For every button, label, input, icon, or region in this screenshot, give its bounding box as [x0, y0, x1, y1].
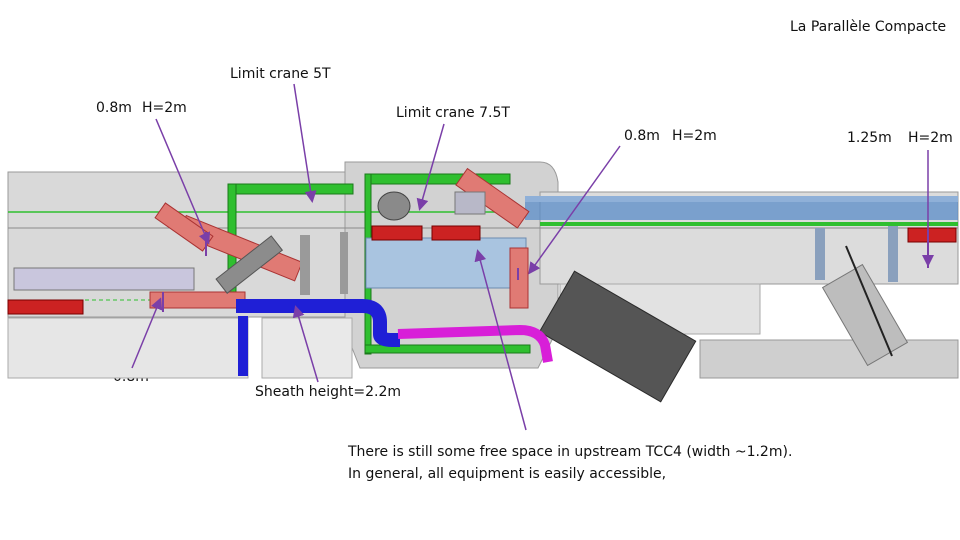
gray-pillar-1 [300, 235, 310, 295]
dark-angled-block [215, 235, 284, 294]
note-line-2: In general, all equipment is easily acce… [348, 466, 667, 482]
arrow-left-width [155, 118, 211, 245]
tank-cylinder [377, 191, 411, 221]
right-width-label: 1.25m [847, 130, 892, 146]
note-line-1: There is still some free space in upstre… [348, 444, 793, 460]
gray-pillar-2 [340, 232, 348, 294]
limit-crane-5t-label: Limit crane 5T [230, 66, 331, 82]
gray-post-right-1 [815, 228, 825, 280]
red-block-left [7, 299, 84, 315]
red-cylinder-1 [371, 225, 423, 241]
tunnel-floor-left [7, 317, 249, 379]
green-rail-downstream [540, 222, 958, 226]
green-frame-cavern [364, 173, 511, 185]
limit-crane-7-5t-label: Limit crane 7.5T [396, 105, 510, 121]
sheath-magenta-segment [397, 325, 553, 363]
arrow-bottom-width [131, 297, 163, 369]
light-blue-panel [365, 237, 527, 289]
support-rod [845, 245, 893, 357]
salmon-angled-block-cavern [455, 167, 530, 229]
downstream-beam-pipes [525, 196, 958, 220]
arrow-limit-crane-7-5t [416, 123, 445, 211]
blue-pipe-band-2 [525, 196, 958, 202]
left-height-label: H=2m [142, 100, 187, 116]
arrow-limit-crane-5t [293, 83, 317, 203]
arrow-mid-width [528, 145, 621, 275]
blue-pipe-band [525, 202, 958, 220]
arrow-sheath-height [292, 305, 319, 383]
annotation-arrows [131, 83, 934, 431]
arrow-free-space [474, 249, 527, 431]
left-width-label: 0.8m [96, 100, 132, 116]
dark-cylinder [538, 270, 697, 403]
salmon-bar-left [149, 291, 246, 309]
mid-width-label: 0.8m [624, 128, 660, 144]
tunnel-floor-right [699, 339, 959, 379]
sheath-blue-drop [238, 316, 248, 376]
red-cylinder-right [907, 227, 957, 243]
page-title: La Parallèle Compacte [790, 19, 947, 35]
green-frame-bottom [364, 344, 531, 354]
sheath-height-label: Sheath height=2.2m [255, 384, 402, 400]
sheath-blue-segment [236, 299, 400, 347]
free-space-note: There is still some free space in upstre… [348, 441, 792, 485]
red-cylinder-2 [431, 225, 481, 241]
mid-height-label: H=2m [672, 128, 717, 144]
sheath-pipe [236, 299, 553, 376]
tunnel-floor-mid [261, 317, 353, 379]
right-height-label: H=2m [908, 130, 953, 146]
gray-block-left [13, 267, 195, 291]
gray-post-right-2 [888, 226, 898, 282]
gray-box-cavern [454, 191, 486, 215]
dimension-markers [162, 230, 929, 312]
green-frame-top [227, 183, 354, 195]
